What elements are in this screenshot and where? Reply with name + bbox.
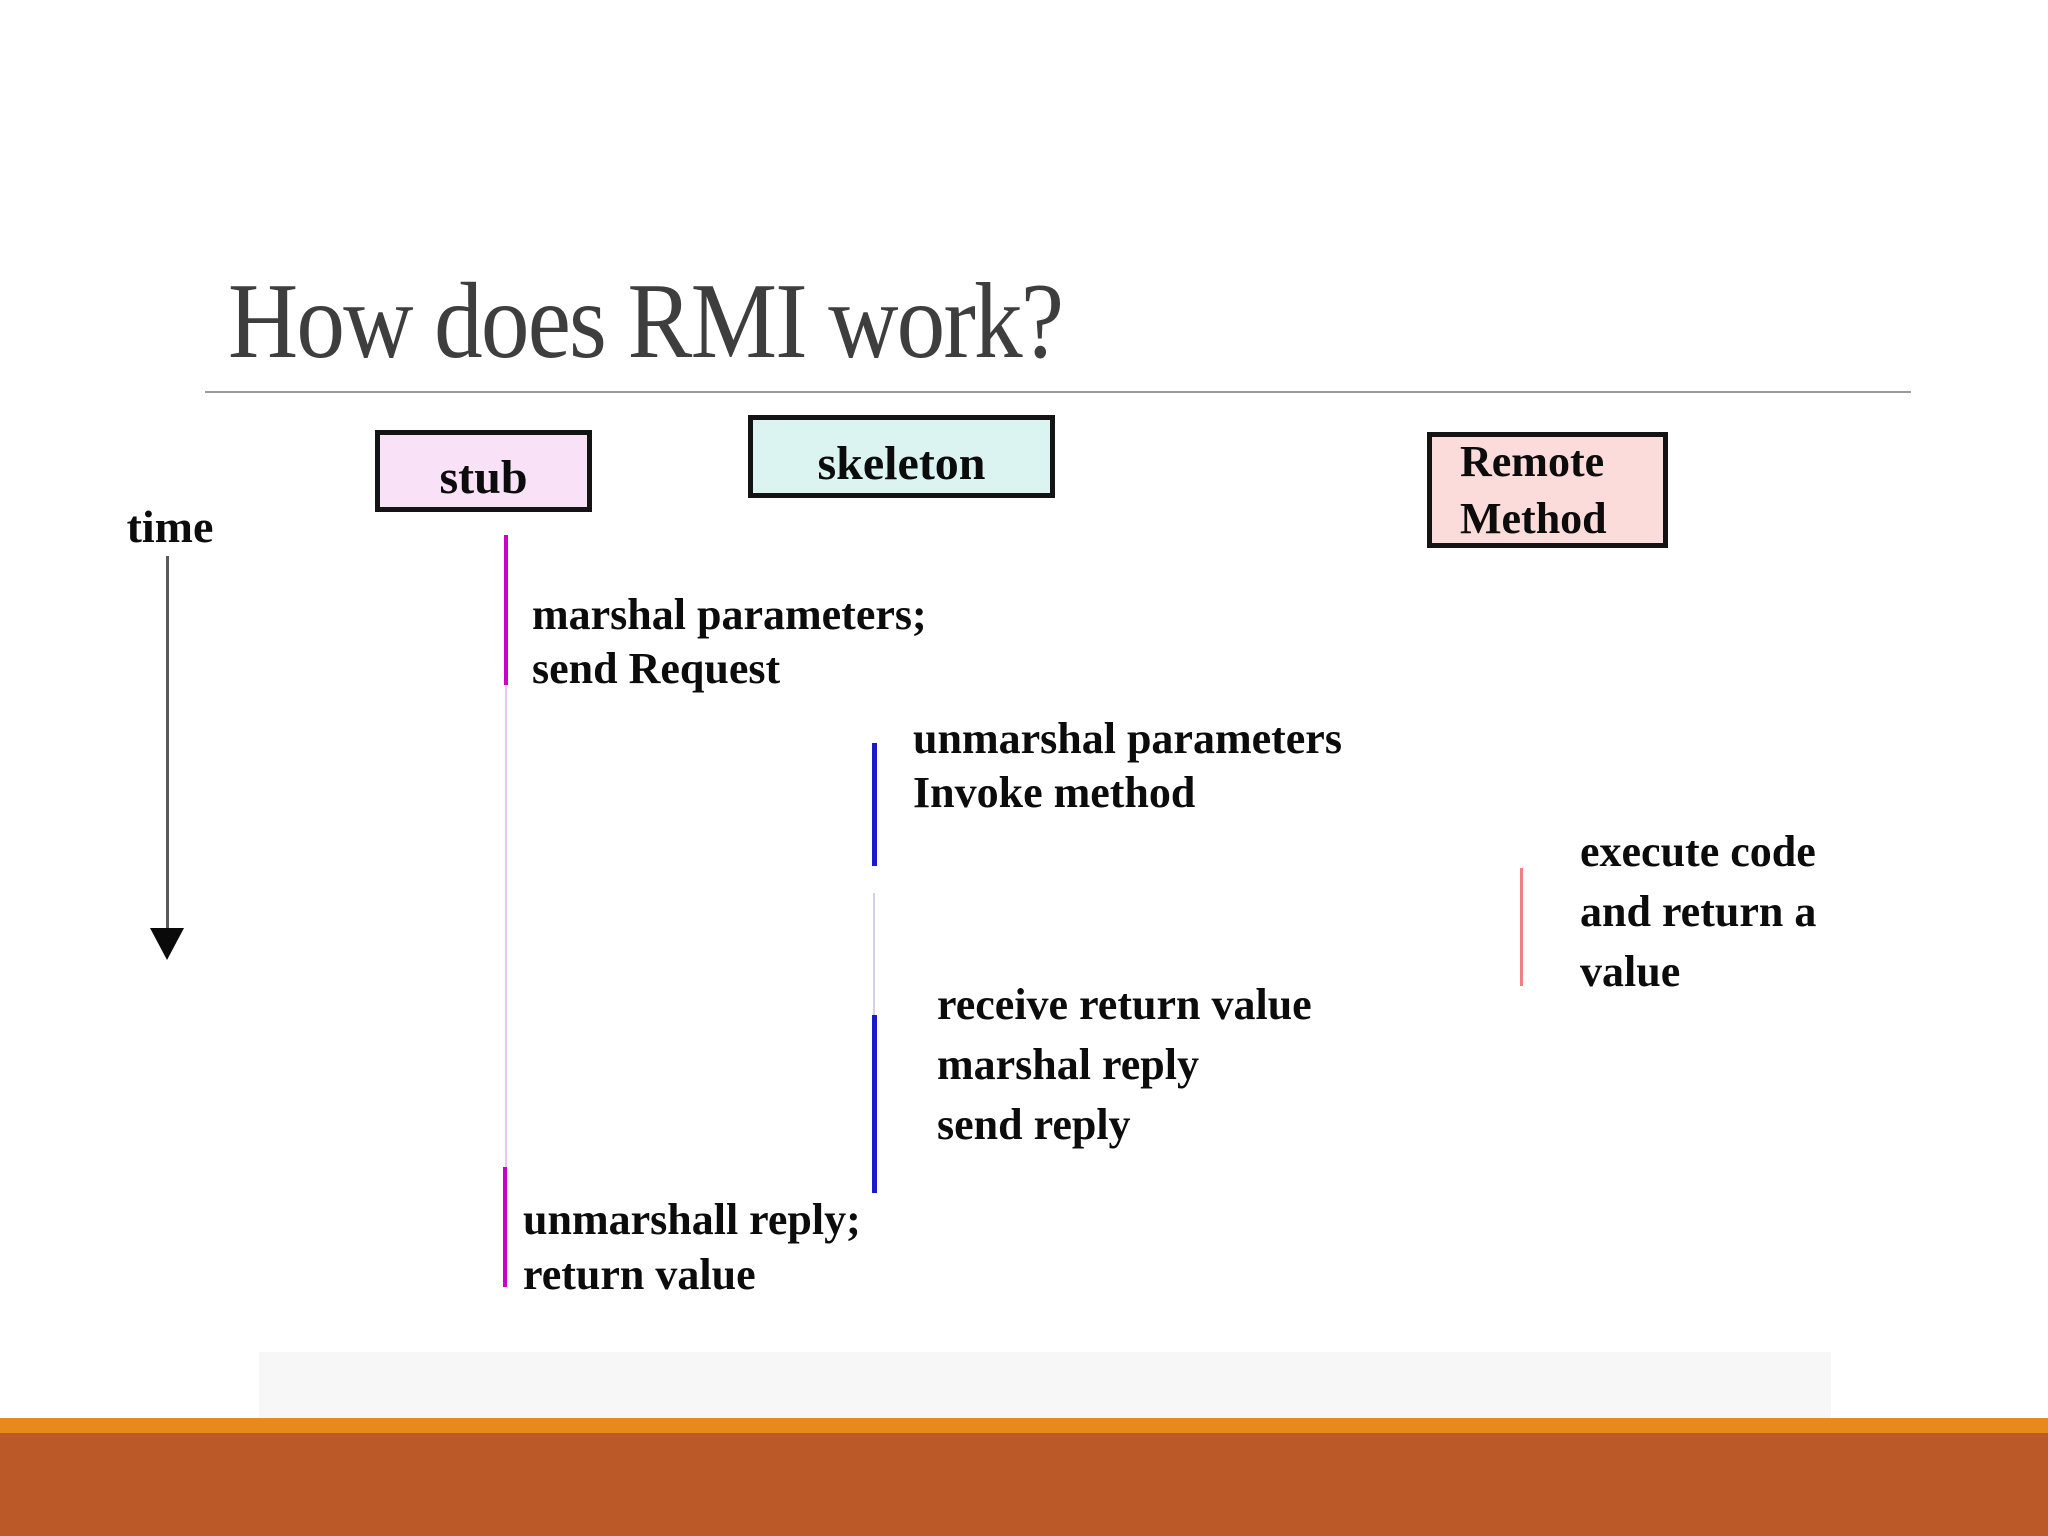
annotation-unmarshal-invoke: unmarshal parameters Invoke method	[913, 712, 1342, 820]
skeleton-idle-lifeline	[873, 893, 875, 1015]
stub-activation-segment-1	[504, 535, 508, 685]
annotation-line: Invoke method	[913, 768, 1196, 817]
annotation-line: unmarshall reply;	[523, 1195, 861, 1244]
stub-idle-lifeline	[505, 685, 507, 1167]
stub-activation-segment-2	[503, 1167, 507, 1287]
time-arrow-down-icon	[150, 928, 184, 960]
stub-box-label: stub	[439, 451, 528, 504]
annotation-line: value	[1580, 947, 1681, 996]
annotation-line: unmarshal parameters	[913, 714, 1342, 763]
footer-orange-band	[0, 1418, 2048, 1433]
remote-method-activation-segment	[1520, 868, 1523, 986]
annotation-unmarshall-return-value: unmarshall reply; return value	[523, 1192, 861, 1302]
skeleton-box: skeleton	[748, 415, 1055, 498]
annotation-line: execute code	[1580, 827, 1816, 876]
skeleton-box-label: skeleton	[817, 437, 986, 490]
footer-rust-band	[0, 1433, 2048, 1536]
skeleton-activation-segment-2	[872, 1015, 877, 1193]
annotation-line: send Request	[532, 644, 781, 693]
title-divider	[205, 391, 1911, 393]
remote-method-box-label-line1: Remote	[1460, 437, 1605, 486]
remote-method-box-label-line2: Method	[1460, 494, 1607, 543]
annotation-line: marshal reply	[937, 1040, 1199, 1089]
slide-title: How does RMI work?	[228, 262, 1064, 381]
skeleton-activation-segment-1	[872, 743, 877, 866]
time-axis-label: time	[126, 501, 214, 552]
stub-box: stub	[375, 430, 592, 512]
annotation-line: and return a	[1580, 887, 1817, 936]
remote-method-box: Remote Method	[1427, 432, 1668, 548]
annotation-line: marshal parameters;	[532, 590, 927, 639]
annotation-receive-marshal-send-reply: receive return value marshal reply send …	[937, 975, 1312, 1155]
annotation-line: send reply	[937, 1100, 1131, 1149]
annotation-marshal-send-request: marshal parameters; send Request	[532, 588, 927, 696]
annotation-line: return value	[523, 1250, 756, 1299]
time-arrow-line	[166, 556, 169, 930]
annotation-line: receive return value	[937, 980, 1312, 1029]
annotation-execute-code-return: execute code and return a value	[1580, 822, 1816, 1002]
footer-gray-strip	[259, 1352, 1831, 1418]
